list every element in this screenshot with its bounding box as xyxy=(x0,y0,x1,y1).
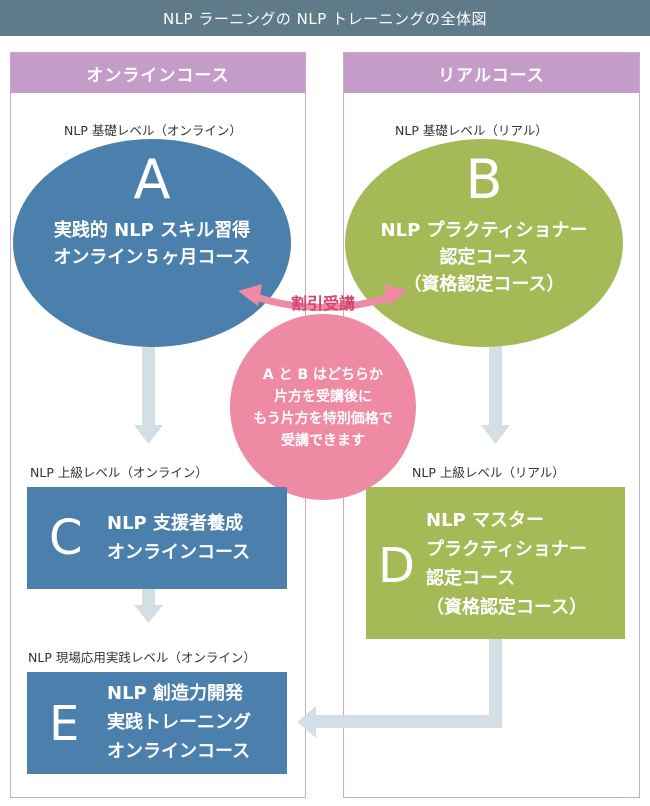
arrow-c-to-e-head xyxy=(134,605,163,623)
discount-note-circle: A と B はどちらか 片方を受講後に もう片方を特別価格で 受講できます xyxy=(230,314,416,500)
course-b-line-3: （資格認定コース） xyxy=(403,274,565,295)
discount-note-line-4: 受講できます xyxy=(281,433,365,449)
course-d-line-1: NLP マスター xyxy=(426,510,544,531)
course-a[interactable]: A 実践的 NLP スキル習得 オンライン５ヶ月コース xyxy=(13,139,291,347)
course-b[interactable]: B NLP プラクティショナー 認定コース （資格認定コース） xyxy=(345,139,623,347)
arrow-b-to-d xyxy=(489,346,502,428)
arrow-d-to-e xyxy=(314,639,502,728)
course-c-line-1: NLP 支援者養成 xyxy=(107,513,243,534)
course-d-letter: D xyxy=(378,538,415,594)
discount-note-line-3: もう片方を特別価格で xyxy=(253,411,393,427)
course-a-letter: A xyxy=(133,148,171,211)
course-e-line-1: NLP 創造力開発 xyxy=(107,683,243,704)
discount-arrow-shaft xyxy=(252,293,394,311)
course-e[interactable]: E NLP 創造力開発 実践トレーニング オンラインコース xyxy=(27,672,287,774)
online-course-header: オンラインコース xyxy=(11,53,305,93)
course-c-letter: C xyxy=(49,510,83,566)
level-label-online-basic: NLP 基礎レベル（オンライン） xyxy=(64,123,242,138)
course-e-line-2: 実践トレーニング xyxy=(107,712,251,733)
level-label-online-advanced: NLP 上級レベル（オンライン） xyxy=(30,465,208,480)
course-d-line-3: 認定コース xyxy=(426,568,516,589)
page-title: NLP ラーニングの NLP トレーニングの全体図 xyxy=(0,0,650,36)
discount-note-line-1: A と B はどちらか xyxy=(262,367,384,383)
discount-arrow-right-head xyxy=(384,284,408,306)
arrow-c-to-e xyxy=(142,589,155,607)
arrow-a-to-c xyxy=(142,346,155,428)
course-b-line-1: NLP プラクティショナー xyxy=(380,220,588,241)
course-e-line-3: オンラインコース xyxy=(107,741,251,762)
level-label-real-advanced: NLP 上級レベル（リアル） xyxy=(412,465,565,480)
course-c-line-2: オンラインコース xyxy=(107,542,251,563)
course-a-line-1: 実践的 NLP スキル習得 xyxy=(53,220,251,241)
arrow-a-to-c-head xyxy=(134,425,163,444)
discount-label: 割引受講 xyxy=(290,294,355,313)
discount-note-line-2: 片方を受講後に xyxy=(274,389,372,405)
discount-arrow-left-head xyxy=(238,284,262,306)
course-b-letter: B xyxy=(465,148,503,211)
course-b-line-2: 認定コース xyxy=(439,247,529,268)
course-e-letter: E xyxy=(49,696,80,752)
course-d-line-2: プラクティショナー xyxy=(426,539,587,560)
course-c[interactable]: C NLP 支援者養成 オンラインコース xyxy=(27,487,287,589)
arrow-b-to-d-head xyxy=(481,425,510,444)
arrow-d-to-e-head xyxy=(297,706,316,738)
level-label-real-basic: NLP 基礎レベル（リアル） xyxy=(395,123,548,138)
real-course-header: リアルコース xyxy=(344,53,639,93)
course-a-line-2: オンライン５ヶ月コース xyxy=(53,247,251,268)
level-label-online-field: NLP 現場応用実践レベル（オンライン） xyxy=(28,650,256,665)
course-d-line-4: （資格認定コース） xyxy=(426,597,588,618)
course-d[interactable]: D NLP マスター プラクティショナー 認定コース （資格認定コース） xyxy=(366,487,625,639)
